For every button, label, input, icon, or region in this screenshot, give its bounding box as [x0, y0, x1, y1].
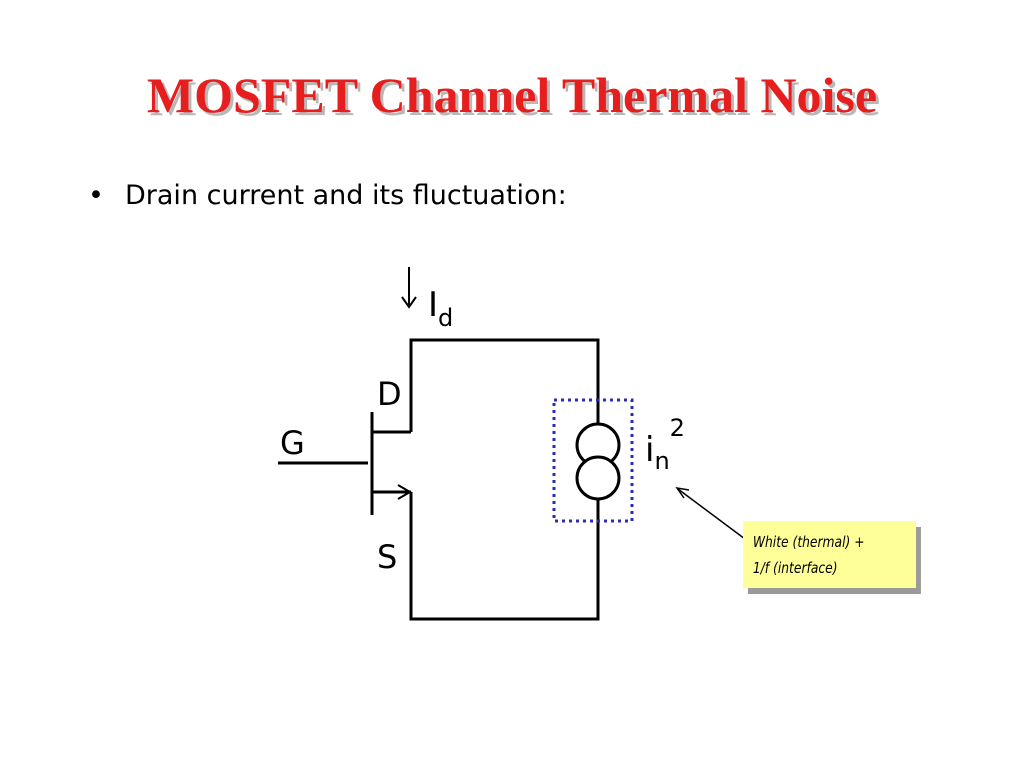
- bullet-item: • Drain current and its fluctuation:: [88, 180, 567, 211]
- noise-current-label: in2: [645, 414, 685, 475]
- source-terminal-label: S: [377, 538, 397, 576]
- noise-current-subscript: n: [654, 447, 669, 475]
- drain-current-arrow: [401, 267, 417, 309]
- drain-top-wire: [409, 338, 600, 432]
- bullet-symbol: •: [88, 180, 104, 211]
- drain-current-label: Id: [428, 285, 453, 332]
- drain-current-subscript: d: [438, 304, 453, 332]
- circuit-wires: [278, 338, 600, 621]
- callout-line-1: White (thermal) +: [752, 533, 865, 551]
- gate-terminal-label: G: [280, 424, 305, 462]
- noise-current-symbol: i: [645, 430, 654, 470]
- source-bottom-wire: [409, 492, 600, 621]
- callout-line-2: 1/f (interface): [752, 559, 838, 577]
- callout-pointer-arrow: [675, 486, 746, 540]
- bullet-text: Drain current and its fluctuation:: [125, 180, 567, 211]
- noise-current-source-icon: [575, 422, 621, 501]
- noise-source-dotted-box: [552, 398, 634, 523]
- drain-terminal-label: D: [377, 375, 402, 413]
- slide-title: MOSFET Channel Thermal Noise: [146, 67, 878, 123]
- noise-type-callout: White (thermal) + 1/f (interface): [743, 521, 917, 588]
- drain-current-symbol: I: [428, 285, 438, 325]
- source-arrow-icon: [397, 484, 412, 500]
- noise-current-superscript: 2: [670, 414, 685, 442]
